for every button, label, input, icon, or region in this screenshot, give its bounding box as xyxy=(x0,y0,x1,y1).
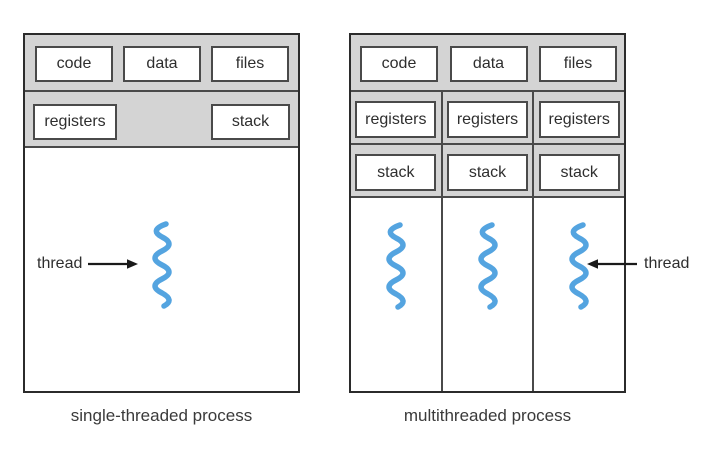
data-box: data xyxy=(449,46,528,82)
thread-squiggle-icon xyxy=(477,222,498,310)
thread-state-band: registers stack xyxy=(25,92,298,148)
arrow-right-icon xyxy=(88,259,139,269)
registers-box: registers xyxy=(33,104,117,140)
registers-box: registers xyxy=(447,101,528,138)
thread-callout-left: thread xyxy=(37,255,139,273)
registers-cell: registers xyxy=(534,92,625,145)
thread-label: thread xyxy=(644,255,690,272)
stack-cell: stack xyxy=(442,145,533,198)
multithreaded-caption: multithreaded process xyxy=(403,406,572,425)
code-box: code xyxy=(360,46,438,82)
thread-squiggle-icon xyxy=(569,222,589,310)
thread-squiggle-icon xyxy=(152,221,172,309)
data-box: data xyxy=(123,46,201,82)
stack-box: stack xyxy=(538,154,620,191)
registers-box: registers xyxy=(355,101,437,138)
thread-area xyxy=(442,198,533,391)
stack-box: stack xyxy=(447,154,528,191)
thread-area xyxy=(534,198,625,391)
multithreaded-process-box: code data files registers stack xyxy=(349,33,626,393)
thread-label: thread xyxy=(37,255,83,272)
code-box: code xyxy=(35,46,113,82)
files-box: files xyxy=(211,46,289,82)
stack-box: stack xyxy=(211,104,290,140)
registers-box: registers xyxy=(538,101,620,138)
thread-columns: registers stack registers stack xyxy=(351,92,625,391)
stack-box: stack xyxy=(355,154,437,191)
single-thread-area xyxy=(25,148,298,391)
arrow-left-icon xyxy=(587,259,637,269)
stack-cell: stack xyxy=(534,145,625,198)
stack-cell: stack xyxy=(351,145,441,198)
thread-column-2: registers stack xyxy=(440,92,533,391)
single-threaded-process-box: code data files registers stack xyxy=(23,33,300,393)
shared-resources-band: code data files xyxy=(351,35,624,92)
single-threaded-caption: single-threaded process xyxy=(70,406,253,425)
thread-column-3: registers stack xyxy=(532,92,625,391)
thread-column-1: registers stack xyxy=(351,92,441,391)
registers-cell: registers xyxy=(351,92,441,145)
thread-area xyxy=(351,198,441,391)
files-box: files xyxy=(539,46,617,82)
thread-squiggle-icon xyxy=(386,222,406,310)
shared-resources-band: code data files xyxy=(25,35,298,92)
thread-callout-right: thread xyxy=(586,255,689,273)
registers-cell: registers xyxy=(442,92,533,145)
